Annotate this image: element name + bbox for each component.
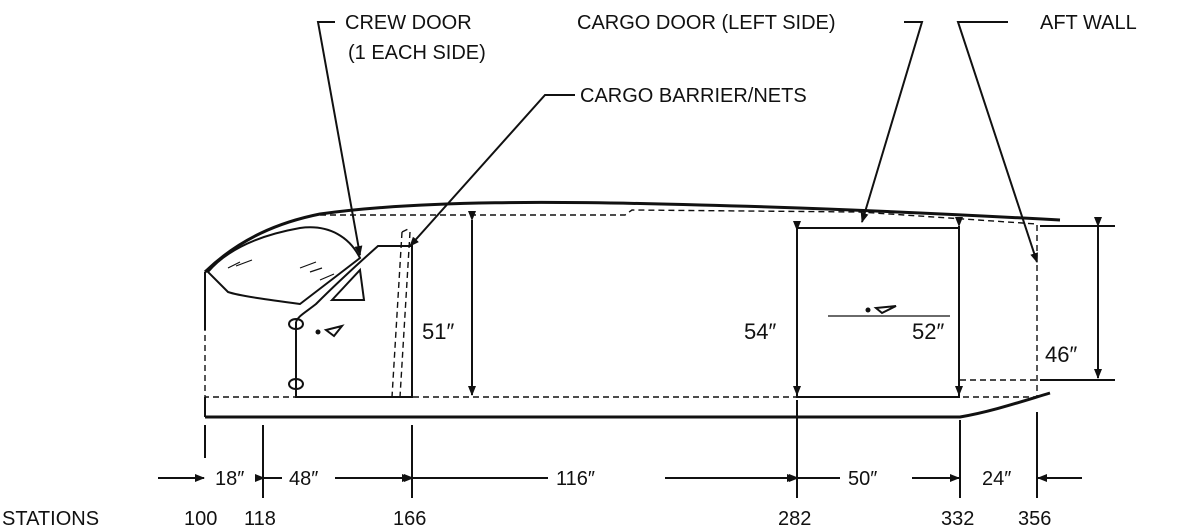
cargo-barrier: [391, 227, 411, 398]
span-label-18: 18″: [215, 468, 244, 490]
cabin-height-label: 51″: [422, 319, 454, 344]
compartment-outline: [204, 209, 1038, 398]
span-label-50: 50″: [848, 468, 877, 490]
crew-door: [288, 245, 413, 398]
span-label-116: 116″: [556, 468, 595, 490]
cargo-door: [796, 227, 960, 398]
height-dimensions: [468, 211, 1115, 396]
fuselage-outline: [203, 200, 1061, 419]
aft-height-label: 46″: [1045, 342, 1077, 367]
windshield: [206, 226, 362, 306]
span-label-48: 48″: [289, 468, 318, 490]
station-332: 332: [941, 508, 974, 530]
station-118: 118: [244, 508, 276, 530]
station-356: 356: [1018, 508, 1051, 530]
station-166: 166: [393, 508, 426, 530]
aft-wall-label: AFT WALL: [1040, 12, 1137, 34]
cargo-door-label: CARGO DOOR (LEFT SIDE): [577, 12, 836, 34]
station-ticks: [204, 400, 1038, 498]
door-rear-height-label: 52″: [912, 319, 944, 344]
station-100: 100: [184, 508, 217, 530]
crew-door-label: CREW DOOR: [345, 12, 472, 34]
crew-door-sublabel: (1 EACH SIDE): [348, 42, 486, 64]
station-282: 282: [778, 508, 811, 530]
stations-label: STATIONS: [2, 508, 99, 530]
callout-leaders: [316, 21, 1038, 263]
span-label-24: 24″: [982, 468, 1011, 490]
cargo-barrier-label: CARGO BARRIER/NETS: [580, 85, 807, 107]
door-front-height-label: 54″: [744, 319, 776, 344]
